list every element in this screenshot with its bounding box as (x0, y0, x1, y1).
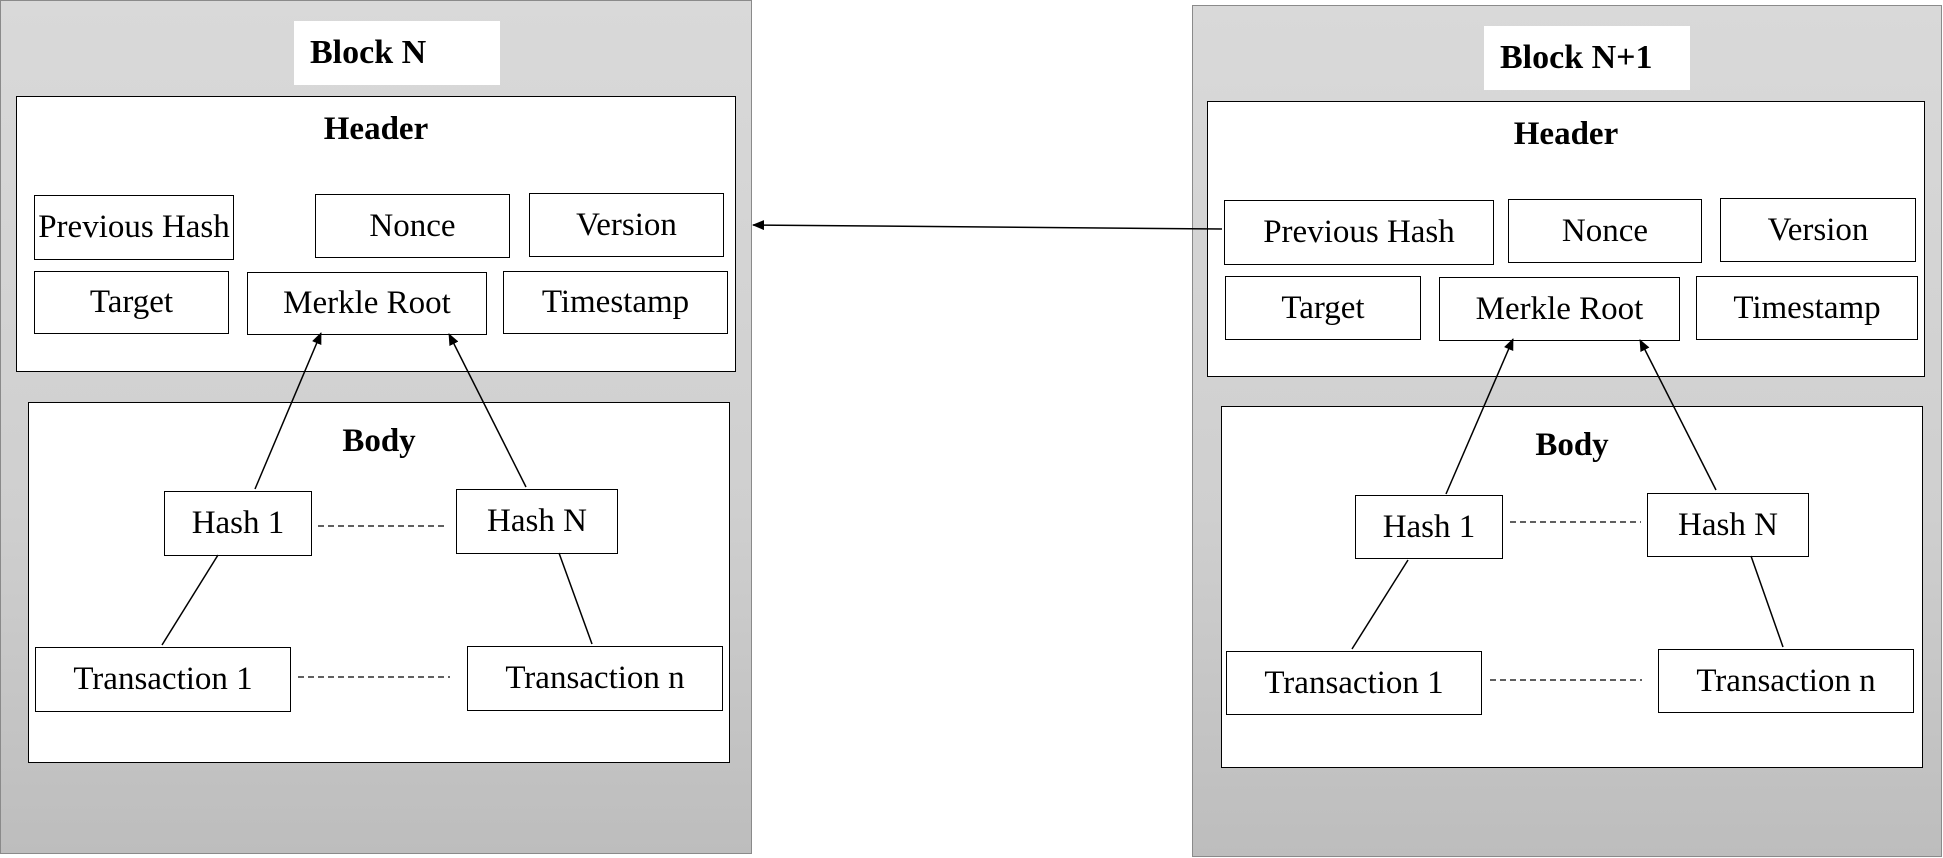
merkle-root-field: Merkle Root (1439, 277, 1680, 341)
timestamp-field: Timestamp (503, 271, 728, 334)
block-n-plus-1-title: Block N+1 (1484, 26, 1690, 90)
transaction-n-node: Transaction n (467, 646, 723, 711)
version-field: Version (529, 193, 724, 257)
block-n-header-panel: Header Previous Hash Nonce Version Targe… (16, 96, 736, 372)
transaction-n-node: Transaction n (1658, 649, 1914, 713)
body-heading: Body (1535, 427, 1609, 463)
merkle-root-field: Merkle Root (247, 272, 487, 335)
target-field: Target (1225, 276, 1421, 340)
target-field: Target (34, 271, 229, 334)
previous-hash-link-arrow (752, 220, 1223, 231)
transaction-1-node: Transaction 1 (1226, 651, 1482, 715)
block-n-title: Block N (294, 21, 500, 85)
timestamp-field: Timestamp (1696, 276, 1918, 340)
block-n-plus-1-header-panel: Header Previous Hash Nonce Version Targe… (1207, 101, 1925, 377)
block-n: Block N Header Previous Hash Nonce Versi… (0, 0, 752, 854)
transaction-1-node: Transaction 1 (35, 647, 291, 712)
nonce-field: Nonce (315, 194, 510, 258)
version-field: Version (1720, 198, 1916, 262)
hash-1-node: Hash 1 (164, 491, 312, 556)
header-heading: Header (323, 111, 429, 147)
header-heading: Header (1513, 116, 1619, 152)
hash-n-node: Hash N (1647, 493, 1809, 557)
hash-n-node: Hash N (456, 489, 618, 554)
body-heading: Body (342, 423, 416, 459)
previous-hash-field: Previous Hash (34, 195, 234, 260)
nonce-field: Nonce (1508, 199, 1702, 263)
block-n-plus-1: Block N+1 Header Previous Hash Nonce Ver… (1192, 5, 1942, 857)
block-n-body-panel: Body Hash 1 Hash N Transaction 1 Transac… (28, 402, 730, 763)
previous-hash-field: Previous Hash (1224, 200, 1494, 265)
hash-1-node: Hash 1 (1355, 495, 1503, 559)
block-n-plus-1-body-panel: Body Hash 1 Hash N Transaction 1 Transac… (1221, 406, 1923, 768)
